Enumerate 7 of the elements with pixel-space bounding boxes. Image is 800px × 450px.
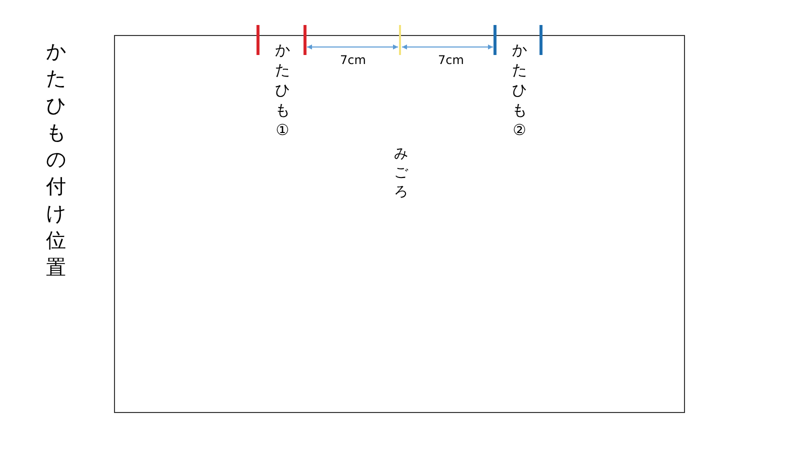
- strap-label: かたひも①: [275, 40, 290, 140]
- title: かたひもの付け位置: [46, 38, 66, 281]
- strap-label: かたひも②: [512, 40, 527, 140]
- dimension-label: 7cm: [340, 53, 366, 67]
- dimension-label: 7cm: [438, 53, 464, 67]
- panel-label: みごろ: [394, 145, 408, 202]
- body-panel: [114, 35, 685, 413]
